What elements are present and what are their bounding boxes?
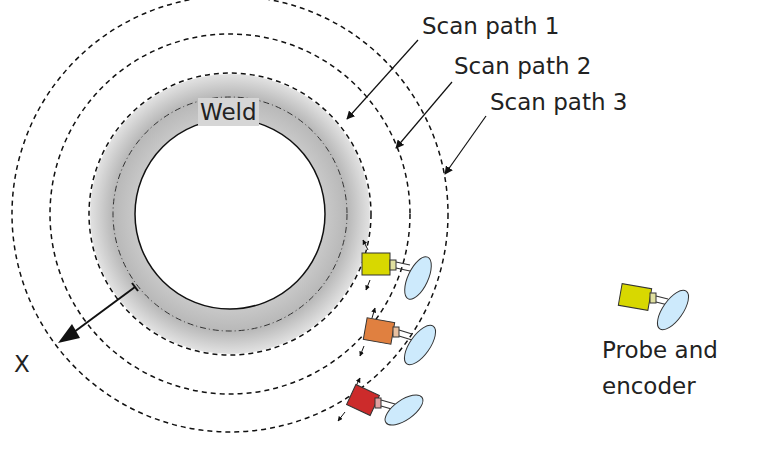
direction-arrow	[132, 283, 138, 291]
weld-band	[90, 74, 370, 354]
probe-encoder	[360, 308, 441, 370]
path-label: Scan path 3	[488, 88, 629, 116]
part-label: Weld	[198, 98, 259, 126]
weld-centreline	[113, 97, 347, 331]
leader-line	[347, 40, 418, 119]
legend-text: Probe and encoder	[602, 337, 718, 399]
leader-line	[445, 116, 486, 174]
probe-encoder	[338, 378, 428, 431]
leader-line	[396, 82, 452, 148]
scan-path	[50, 34, 410, 394]
path-label: Scan path 1	[420, 12, 561, 40]
scan-path	[89, 73, 371, 355]
direction-arrow	[70, 287, 135, 335]
pipe-bore	[135, 119, 325, 309]
legend-probe-icon	[618, 284, 694, 335]
path-label: Scan path 2	[452, 52, 593, 80]
axis-label: X	[14, 350, 30, 378]
arrow-head	[58, 324, 80, 343]
probe-encoder	[362, 240, 437, 303]
legend-item: Probe and encoder	[602, 332, 767, 404]
scan-path	[12, 0, 448, 432]
